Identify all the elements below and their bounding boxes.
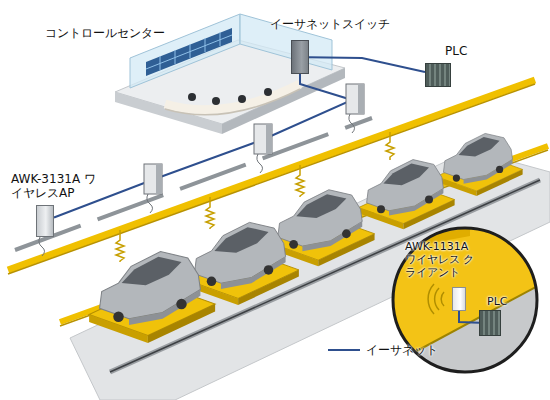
- car: [359, 160, 455, 230]
- device-label: コントロールセンター: [45, 26, 175, 40]
- control-center: コントロールセンター: [130, 40, 310, 128]
- car: [436, 133, 522, 196]
- device-label: イーサネットスイッチ: [270, 17, 410, 31]
- legend-text: イーサネット: [366, 342, 438, 359]
- antenna-cable: [257, 154, 263, 173]
- coiled-cable: [386, 132, 394, 160]
- wireless-ap: [346, 84, 364, 114]
- inset-floor: [400, 282, 545, 380]
- ethernet-cable: [54, 74, 352, 218]
- wireless-ap: AWK-3131A ワイヤレスAP: [36, 205, 54, 237]
- device-label: PLC: [487, 295, 527, 308]
- legend: イーサネット: [328, 342, 438, 358]
- device-label: PLC: [445, 44, 485, 58]
- ethernet-cable: [459, 311, 479, 323]
- wireless-ap-side: [266, 124, 272, 154]
- legend-entry: イーサネット: [328, 342, 438, 358]
- wireless-wave: [428, 284, 434, 314]
- antenna-cable: [349, 114, 355, 133]
- coiled-cable: [296, 165, 304, 197]
- operator: [264, 88, 272, 96]
- room-floor-side: [222, 68, 345, 134]
- ethernet-cable: [309, 57, 425, 72]
- coiled-cable: [206, 197, 214, 229]
- device-label: AWK-3131A ワイヤレスAP: [11, 172, 101, 200]
- wireless-ap: [144, 164, 162, 194]
- operator-desk-edge: [165, 89, 300, 115]
- legend-line-sample: [328, 349, 360, 351]
- operator: [212, 97, 220, 105]
- antenna-cable: [147, 194, 153, 213]
- wireless-ap: [254, 124, 272, 154]
- operator: [188, 93, 196, 101]
- glass-wall: [130, 14, 240, 88]
- operator-desk: [165, 84, 300, 110]
- car: [89, 252, 215, 343]
- wireless-wave: [435, 288, 439, 310]
- coiled-cable: [116, 230, 124, 262]
- wireless-wave: [441, 292, 444, 306]
- wireless-ap-side: [156, 164, 162, 194]
- plc-device: PLC: [425, 63, 451, 87]
- car: [185, 222, 299, 305]
- antenna-cable: [39, 237, 45, 256]
- ethernet-switch: イーサネットスイッチ: [291, 40, 309, 74]
- operator: [238, 95, 246, 103]
- wireless-client: AWK-1131A ワイヤレス クライアント: [452, 287, 466, 311]
- plc-device: PLC: [479, 310, 501, 336]
- legend-sample: [328, 345, 362, 355]
- device-label: AWK-1131A ワイヤレス クライアント: [405, 240, 479, 279]
- wireless-ap-side: [358, 84, 364, 114]
